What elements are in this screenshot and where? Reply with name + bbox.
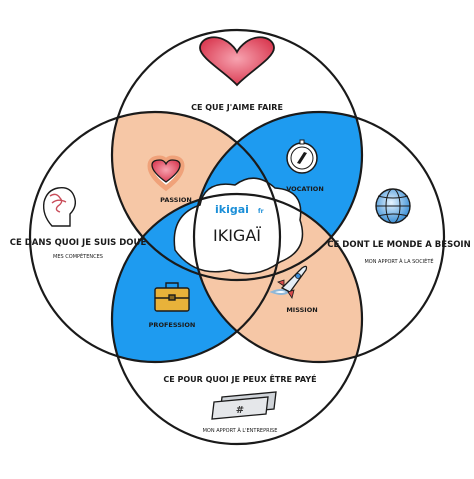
circle-world-needs-label: CE DONT LE MONDE A BESOIN	[327, 240, 470, 250]
circle-good-at	[28, 110, 282, 364]
compass-icon	[286, 139, 318, 174]
circle-good-at-label: CE DANS QUOI JE SUIS DOUÉ	[10, 236, 147, 248]
circle-world-needs-sublabel: MON APPORT À LA SOCIÉTÉ	[364, 257, 433, 265]
circle-paid-for	[110, 192, 364, 446]
intersection-profession-label: PROFESSION	[149, 321, 196, 329]
center-title: IKIGAÏ	[213, 226, 261, 245]
intersection-mission-label: MISSION	[286, 306, 317, 314]
circle-paid-for-sublabel: MON APPORT À L'ENTREPRISE	[203, 427, 278, 434]
ikigai-logo-suffix: fr	[258, 208, 264, 215]
head-icon	[42, 186, 77, 227]
heart-glow-icon	[147, 155, 185, 192]
heart-icon	[199, 36, 275, 87]
rocket-icon	[269, 265, 308, 299]
ikigai-logo: ikigai	[215, 203, 249, 216]
circle-world-needs	[192, 110, 446, 364]
circle-love	[110, 28, 364, 282]
money-icon: #	[211, 391, 277, 420]
globe-icon	[375, 188, 411, 224]
circle-good-at-sublabel: MES COMPÉTENCES	[53, 252, 103, 260]
briefcase-icon	[154, 282, 190, 312]
circle-love-label: CE QUE J'AIME FAIRE	[191, 103, 283, 112]
intersection-passion-label: PASSION	[160, 196, 192, 204]
circle-paid-for-label: CE POUR QUOI JE PEUX ÊTRE PAYÉ	[163, 373, 316, 384]
region-mission	[194, 194, 362, 362]
svg-text:#: #	[236, 405, 244, 416]
intersection-vocation-label: VOCATION	[286, 185, 324, 193]
